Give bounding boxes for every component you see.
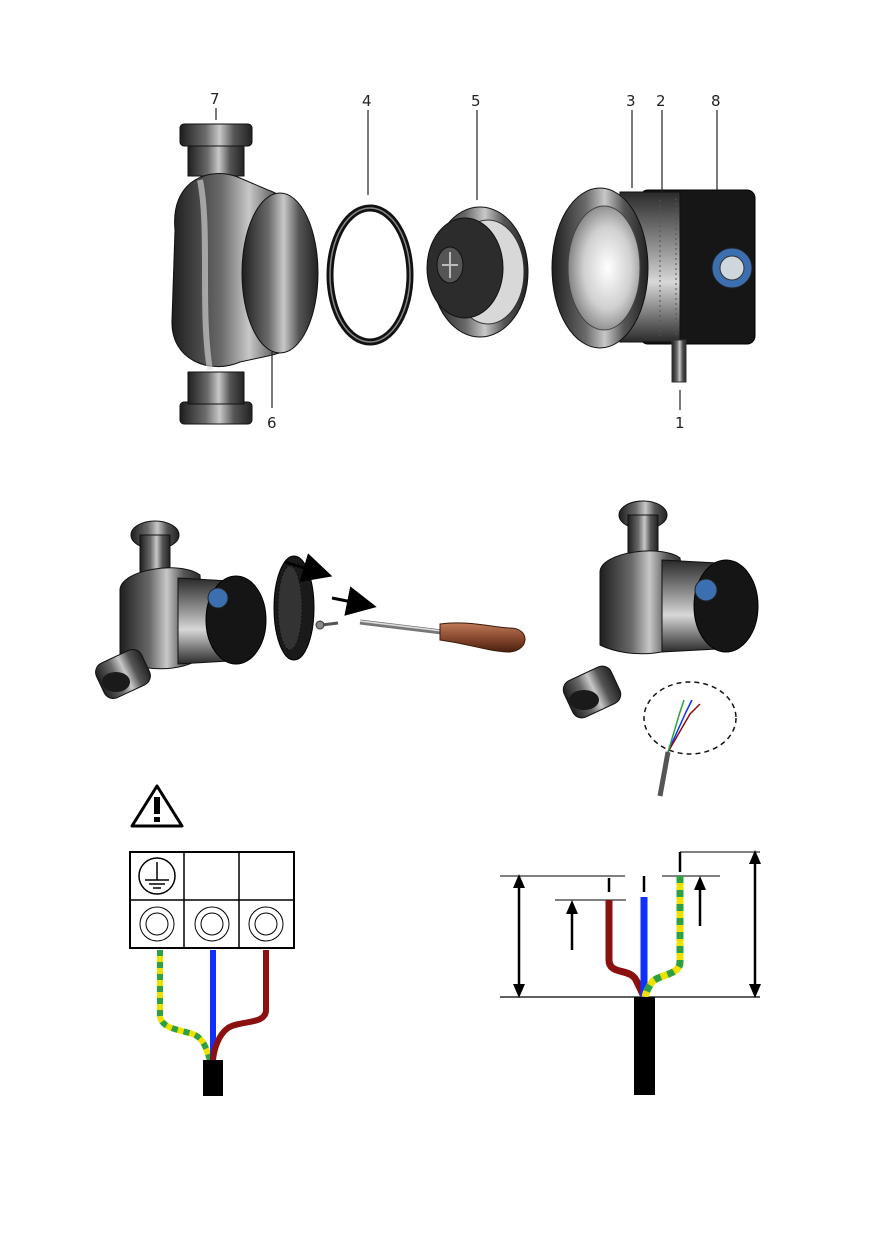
arrow-icon — [332, 598, 362, 604]
callout-6: 6 — [267, 414, 277, 432]
pump-assembly-left — [92, 521, 266, 702]
earth-wire — [645, 876, 680, 997]
strip-length-diagram — [500, 850, 761, 1095]
cable-sheath — [634, 997, 655, 1095]
pump-housing-part — [172, 124, 318, 424]
cable-detail-callout — [644, 682, 736, 754]
disassembly-view — [92, 501, 758, 796]
exploded-view: 7 4 5 3 2 8 6 1 — [172, 90, 755, 432]
callout-2: 2 — [656, 92, 666, 110]
earth-wire — [160, 950, 210, 1060]
arrow-icon — [694, 876, 706, 926]
pump-assembly-right — [560, 501, 758, 796]
cable-sheath — [203, 1060, 223, 1096]
callout-8: 8 — [711, 92, 721, 110]
screwdriver-tool — [360, 621, 525, 652]
warning-triangle-icon — [132, 786, 182, 826]
terminal-cover-part — [274, 556, 314, 660]
impeller-part — [427, 207, 528, 337]
live-wire — [609, 900, 644, 997]
callout-4: 4 — [362, 92, 372, 110]
callout-1: 1 — [675, 414, 685, 432]
dimension-arrow — [749, 850, 761, 998]
terminal-block-diagram — [130, 852, 294, 1096]
arrow-icon — [566, 900, 578, 950]
callout-5: 5 — [471, 92, 481, 110]
screw-part — [316, 621, 338, 629]
dimension-arrow — [513, 874, 525, 998]
callout-3: 3 — [626, 92, 636, 110]
motor-assembly-part — [552, 188, 755, 382]
live-wire — [213, 950, 266, 1060]
callout-7: 7 — [210, 90, 220, 108]
